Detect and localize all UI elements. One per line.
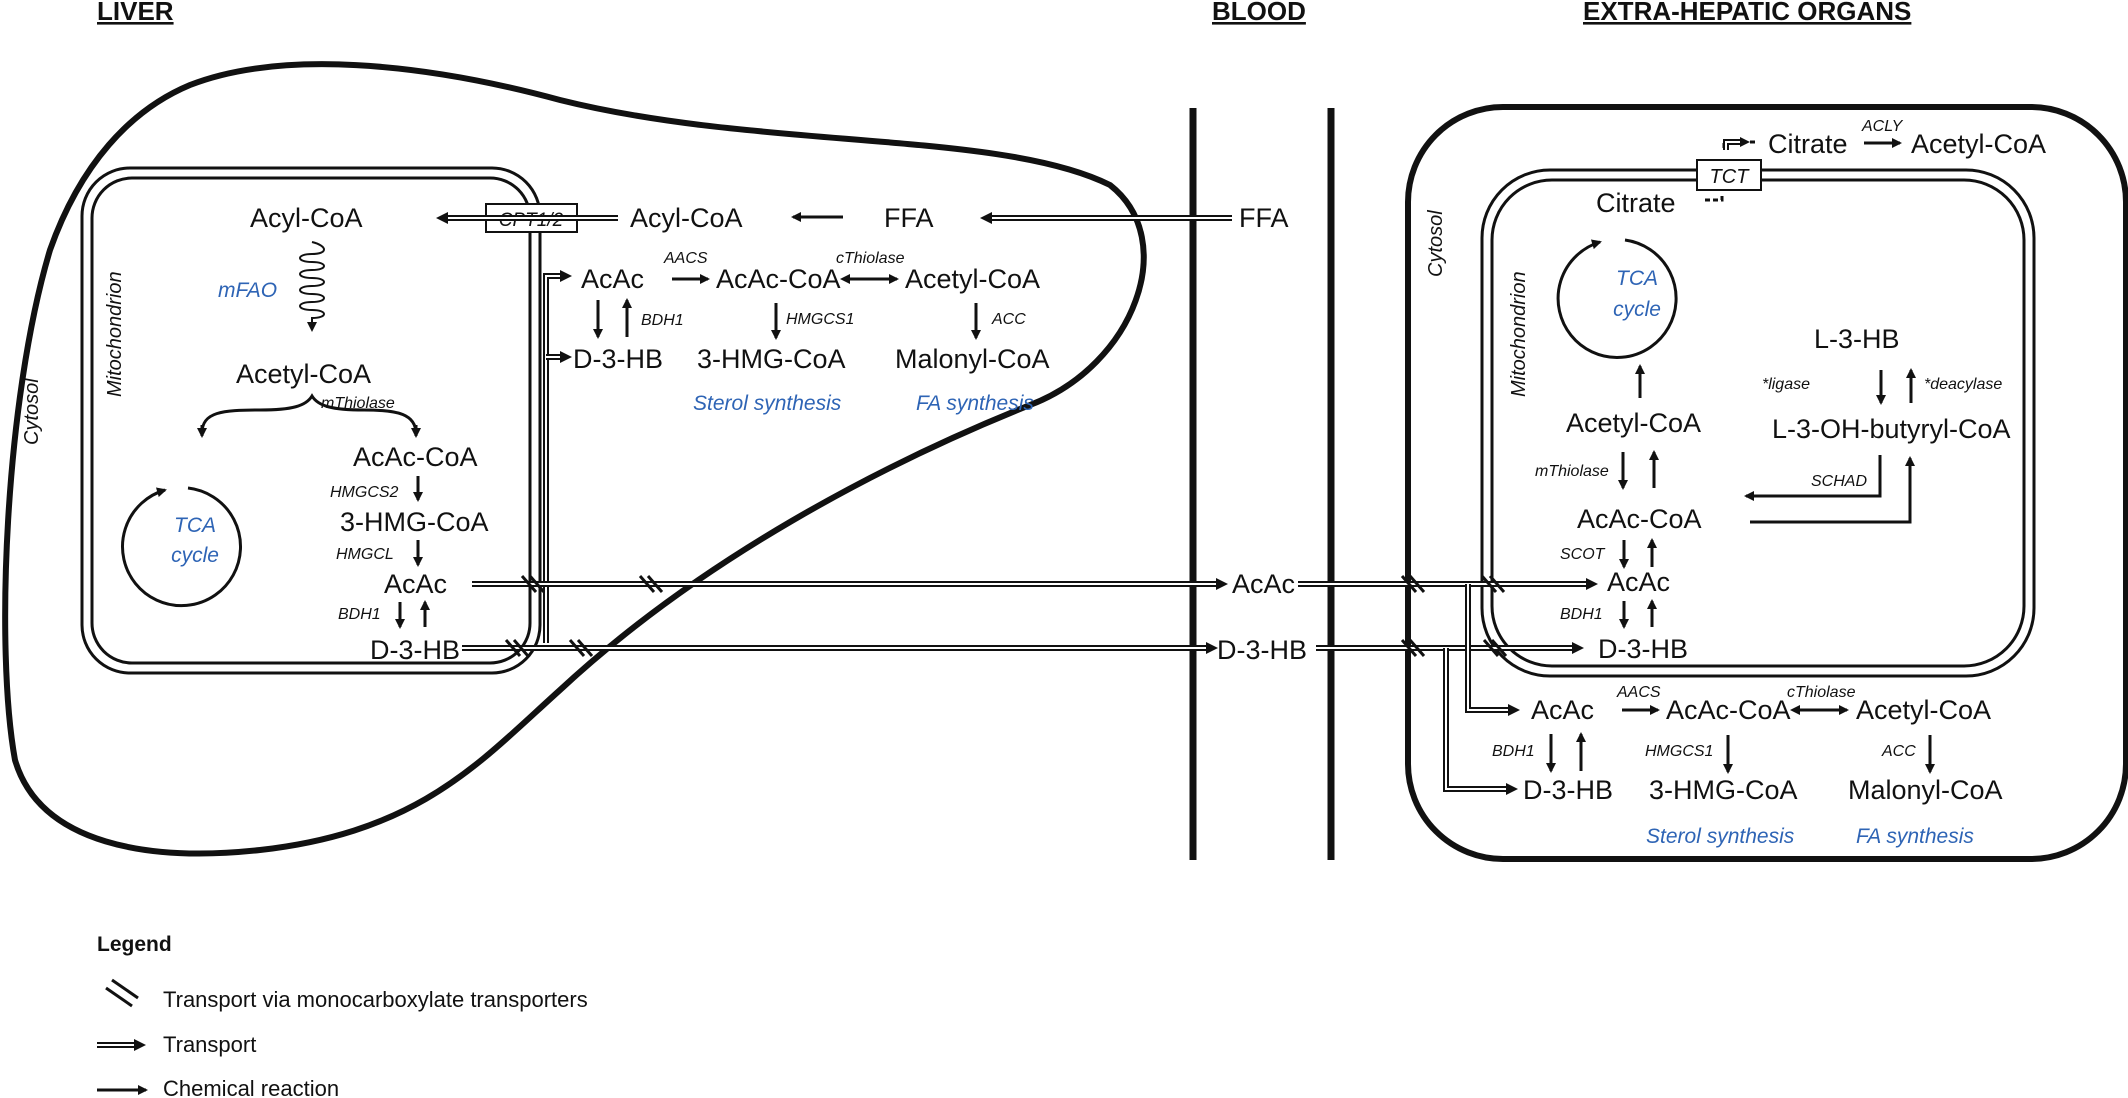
tct-transporter-box [1696,159,1762,191]
liver-c-bdh1-label: BDH1 [641,312,684,329]
extra-acac-mito: AcAc [1607,567,1670,597]
extra-c-bdh1-label: BDH1 [1492,743,1535,760]
mfao-helix-icon [299,241,325,332]
extra-d3hb-cyto: D-3-HB [1523,775,1613,805]
blood-header: BLOOD [1212,0,1306,26]
extra-acac-cyto: AcAc [1531,695,1594,725]
liver-acac-coa-mito: AcAc-CoA [353,442,478,472]
extra-fa-label: FA synthesis [1856,825,1974,848]
extra-mitochondrion-label: Mitochondrion [1508,271,1530,397]
liver-bdh1-label: BDH1 [338,606,381,623]
liver-header: LIVER [97,0,174,26]
extra-hmg-coa-cyto: 3-HMG-CoA [1649,775,1798,805]
hmgcs2-label: HMGCS2 [330,484,399,501]
extra-malonyl-coa: Malonyl-CoA [1848,775,2003,805]
legend-mct-icon [105,978,139,1008]
extra-cthiolase-label: cThiolase [1787,684,1856,701]
extra-tca-label: TCA [1616,267,1658,290]
liver-tca-label: TCA [174,514,216,537]
extra-citrate-mito: Citrate [1596,188,1676,218]
liver-acetyl-coa-cyto: Acetyl-CoA [905,264,1040,294]
liver-acc-label: ACC [991,311,1026,328]
scot-label: SCOT [1560,546,1606,563]
legend-reaction-text: Chemical reaction [163,1076,339,1098]
d3hb-import-arrow [1316,642,1584,654]
extra-cycle-label: cycle [1613,298,1661,321]
acac-import-arrow [1298,578,1598,590]
liver-aacs-label: AACS [663,250,708,267]
legend-transport-text: Transport [163,1032,256,1057]
extra-acac-coa-mito: AcAc-CoA [1577,504,1702,534]
liver-hmg-coa-mito: 3-HMG-CoA [340,507,489,537]
extra-hepatic-cell-outline [1405,104,2128,862]
extra-mthiolase-label: mThiolase [1535,463,1609,480]
legend-transport-icon [97,1039,146,1051]
liver-acetyl-coa-mito: Acetyl-CoA [236,359,371,389]
mfao-label: mFAO [218,279,277,302]
liver-fa-label: FA synthesis [916,392,1034,415]
blood-d3hb: D-3-HB [1217,635,1307,665]
extra-acac-coa-cyto: AcAc-CoA [1666,695,1791,725]
liver-mthiolase-brace [200,393,418,435]
liver-cell-outline [2,61,1147,857]
extra-sterol-label: Sterol synthesis [1646,825,1795,848]
extra-hepatic-header: EXTRA-HEPATIC ORGANS [1583,0,1911,26]
liver-cthiolase-label: cThiolase [836,250,905,267]
liver-acac-cyto: AcAc [581,264,644,294]
extra-tca-cycle-icon [1556,238,1678,359]
liver-cycle-label: cycle [171,544,219,567]
extra-hmgcs1-label: HMGCS1 [1645,743,1713,760]
blood-ffa: FFA [1239,203,1289,233]
liver-d3hb-cyto: D-3-HB [573,344,663,374]
liver-mitochondrion-label: Mitochondrion [104,271,126,397]
extra-bdh1-label: BDH1 [1560,606,1603,623]
liver-cytosol-transport [543,270,572,643]
ffa-uptake-arrow [980,212,1232,224]
liver-tca-cycle-icon [121,486,242,608]
blood-acac: AcAc [1232,569,1295,599]
liver-malonyl-coa: Malonyl-CoA [895,344,1050,374]
liver-acac-mito: AcAc [384,569,447,599]
liver-acyl-coa-cyto: Acyl-CoA [630,203,743,233]
schad-reverse-arrow [1750,456,1915,524]
liver-acyl-coa-mito: Acyl-CoA [250,203,363,233]
cytosol-branch-transport [1443,584,1520,795]
extra-acetyl-coa-cyto: Acetyl-CoA [1911,129,2046,159]
extra-citrate-cyto: Citrate [1768,129,1848,159]
liver-mitochondrion-inner [90,176,532,665]
mct-marker-extra [1400,575,1508,657]
deacylase-label: *deacylase [1924,376,2002,393]
liver-acac-coa-cyto: AcAc-CoA [716,264,841,294]
extra-d3hb-mito: D-3-HB [1598,634,1688,664]
l3hb: L-3-HB [1814,324,1900,354]
extra-cytosol-label: Cytosol [1425,210,1447,277]
extra-aacs-label: AACS [1616,684,1661,701]
mct-marker-liver [504,575,664,657]
l3oh-butyryl-coa: L-3-OH-butyryl-CoA [1772,414,2011,444]
hmgcl-label: HMGCL [336,546,394,563]
schad-label: SCHAD [1811,473,1867,490]
liver-hmgcs1-label: HMGCS1 [786,311,854,328]
tct-label: TCT [1710,166,1751,188]
schad-forward-arrow [1744,455,1882,501]
liver-ffa: FFA [884,203,934,233]
acly-label: ACLY [1861,118,1904,135]
liver-d3hb-mito: D-3-HB [370,635,460,665]
ligase-label: *ligase [1762,376,1810,393]
liver-hmg-coa-cyto: 3-HMG-CoA [697,344,846,374]
acac-export-arrow [472,578,1228,590]
liver-mthiolase-label: mThiolase [321,395,395,412]
extra-acetyl-coa-mito: Acetyl-CoA [1566,408,1701,438]
legend-title: Legend [97,933,172,956]
extra-acetyl-coa-cyto2: Acetyl-CoA [1856,695,1991,725]
liver-sterol-label: Sterol synthesis [693,392,842,415]
liver-mitochondrion-outer [80,166,542,675]
citrate-transport-arrow-top [1723,137,1750,150]
liver-cytosol-label: Cytosol [21,378,43,445]
extra-acc-label: ACC [1881,743,1916,760]
cpt-transport-arrow [436,212,618,224]
legend-mct-text: Transport via monocarboxylate transporte… [163,987,588,1012]
